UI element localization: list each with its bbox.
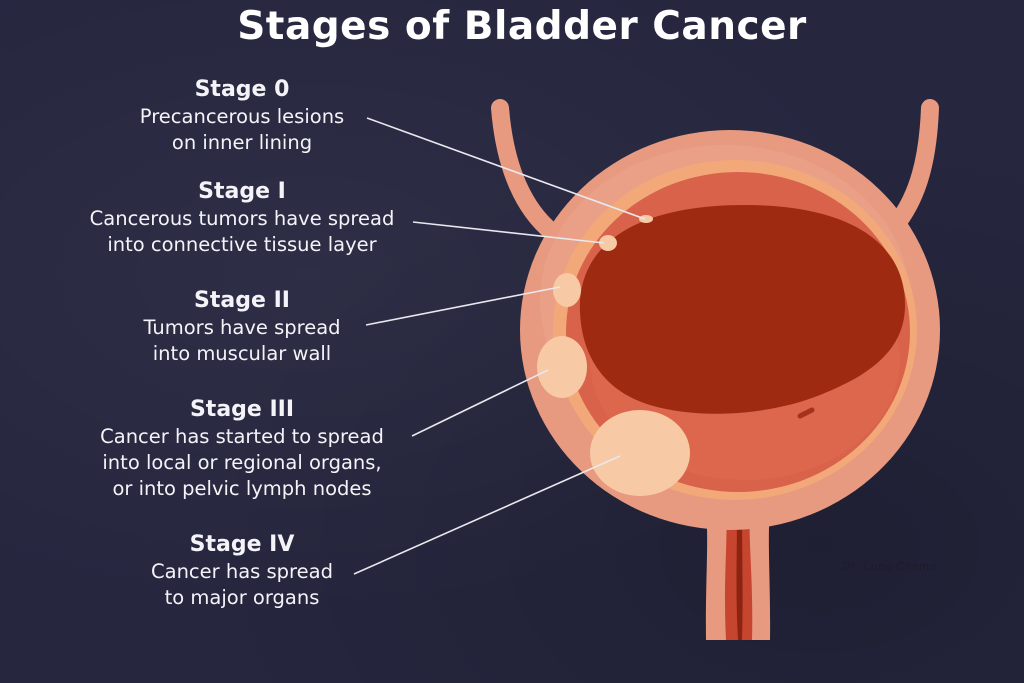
stage-4-label: Stage IV Cancer has spread to major orga…: [32, 531, 452, 611]
leader-line-stage-0: [366, 117, 646, 220]
right-ureter: [889, 99, 939, 231]
stage-heading: Stage II: [194, 288, 290, 313]
stage-description: into connective tissue layer: [107, 233, 377, 256]
stage-description: to major organs: [164, 586, 320, 609]
stage-heading: Stage I: [198, 179, 286, 204]
stage-heading: Stage IV: [189, 532, 295, 557]
leader-line-stage-1: [412, 221, 605, 244]
stage-description: on inner lining: [171, 131, 313, 154]
stage-2-label: Stage II Tumors have spread into muscula…: [32, 287, 452, 367]
stage-1-label: Stage I Cancerous tumors have spread int…: [32, 178, 452, 258]
stage-description: Tumors have spread: [143, 316, 341, 339]
stage-description: Cancer has started to spread: [100, 425, 384, 448]
leader-line-stage-4: [353, 455, 621, 575]
stage-description: Cancer has spread: [151, 560, 333, 583]
tumor-stage-1: [599, 235, 617, 251]
tumor-stage-4: [590, 410, 690, 496]
artist-signature: Dr. Luna Chama: [842, 560, 937, 573]
bladder-interior: [579, 205, 905, 414]
stage-description: into muscular wall: [152, 342, 332, 365]
leader-line-stage-2: [365, 286, 561, 326]
stage-heading: Stage III: [189, 397, 295, 422]
left-ureter: [491, 99, 561, 241]
tumor-stage-2: [553, 273, 581, 307]
ureter-orifice: [797, 407, 815, 419]
stage-0-label: Stage 0 Precancerous lesions on inner li…: [32, 76, 452, 156]
stage-description: Precancerous lesions: [139, 105, 345, 128]
stage-description: or into pelvic lymph nodes: [112, 477, 372, 500]
stage-description: into local or regional organs,: [102, 451, 382, 474]
page-title: Stages of Bladder Cancer: [237, 4, 807, 49]
tumor-stage-3: [537, 336, 587, 398]
tumor-stage-0: [639, 215, 653, 223]
stage-heading: Stage 0: [194, 77, 290, 102]
stage-description: Cancerous tumors have spread: [89, 207, 395, 230]
leader-line-stage-3: [411, 369, 549, 437]
stage-3-label: Stage III Cancer has started to spread i…: [32, 396, 452, 502]
